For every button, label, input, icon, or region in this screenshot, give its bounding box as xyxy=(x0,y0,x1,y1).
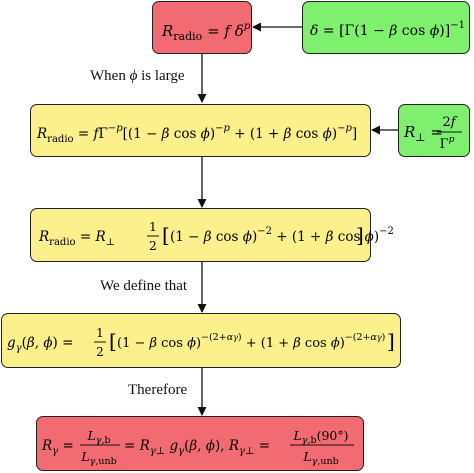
svg-text:gγ(β, ϕ) =: gγ(β, ϕ) = xyxy=(7,335,73,354)
delta-definition-box: δ = [Γ(1 − β cos ϕ)]−1 xyxy=(302,1,470,54)
svg-text:R⊥ =: R⊥ = xyxy=(403,123,443,144)
radio-half-box: Rradio = R⊥ 1 2 [ (1 − β cos ϕ)−2 + (1 +… xyxy=(30,208,394,262)
radio-definition-formula: Rradio = f δp xyxy=(161,20,251,43)
edge-label-large-phi: When ϕ is large xyxy=(86,68,189,85)
r-gamma-result-formula: Rγ = Lγ,b Lγ,unb = Rγ⊥ gγ(β, ϕ), Rγ⊥ = L… xyxy=(41,428,354,467)
svg-text:Rγ =: Rγ = xyxy=(41,438,74,457)
svg-text:1: 1 xyxy=(149,220,157,234)
edge-label-define: We define that xyxy=(96,278,192,295)
g-gamma-definition-formula: gγ(β, ϕ) = 1 2 [ (1 − β cos ϕ)−(2+αγ) + … xyxy=(7,326,395,359)
svg-text:Lγ,b: Lγ,b xyxy=(86,428,110,446)
svg-text:Γp: Γp xyxy=(440,135,455,152)
svg-text:]: ] xyxy=(387,329,395,353)
radio-large-phi-formula: Rradio = fΓ−p[(1 − β cos ϕ)−p + (1 + β c… xyxy=(36,123,357,145)
svg-text:2f: 2f xyxy=(442,115,457,130)
delta-definition-formula: δ = [Γ(1 − β cos ϕ)]−1 xyxy=(310,20,465,39)
svg-text:2: 2 xyxy=(149,239,157,253)
g-gamma-definition-box: gγ(β, ϕ) = 1 2 [ (1 − β cos ϕ)−(2+αγ) + … xyxy=(1,313,401,368)
svg-text:Rradio = R⊥: Rradio = R⊥ xyxy=(38,229,115,248)
r-perp-definition-formula: R⊥ = 2f Γp xyxy=(403,115,462,152)
r-gamma-result-box: Rγ = Lγ,b Lγ,unb = Rγ⊥ gγ(β, ϕ), Rγ⊥ = L… xyxy=(36,416,364,471)
svg-text:Lγ,unb: Lγ,unb xyxy=(80,449,116,467)
svg-text:Rradio = f δp: Rradio = f δp xyxy=(161,20,251,43)
radio-large-phi-box: Rradio = fΓ−p[(1 − β cos ϕ)−p + (1 + β c… xyxy=(30,104,371,157)
svg-text:Rradio = fΓ−p[(1 − β cos ϕ)−p: Rradio = fΓ−p[(1 − β cos ϕ)−p + (1 + β c… xyxy=(36,123,357,145)
svg-text:Lγ,unb: Lγ,unb xyxy=(302,449,338,467)
svg-text:[: [ xyxy=(109,329,117,353)
svg-text:(1 − β cos ϕ)−(2+αγ) + (1 + β: (1 − β cos ϕ)−(2+αγ) + (1 + β cos ϕ)−(2+… xyxy=(117,332,385,351)
svg-text:[: [ xyxy=(162,223,170,247)
svg-text:2: 2 xyxy=(96,345,104,359)
svg-text:= Rγ⊥ gγ(β, ϕ), Rγ⊥ =: = Rγ⊥ gγ(β, ϕ), Rγ⊥ = xyxy=(124,438,270,457)
svg-text:(1 − β cos ϕ)−2 + (1 + β cos ϕ: (1 − β cos ϕ)−2 + (1 + β cos ϕ)−2 xyxy=(170,226,394,245)
svg-text:Lγ,b(90°): Lγ,b(90°) xyxy=(292,428,348,446)
svg-text:1: 1 xyxy=(96,326,104,340)
radio-half-formula: Rradio = R⊥ 1 2 [ (1 − β cos ϕ)−2 + (1 +… xyxy=(38,220,394,253)
svg-text:]: ] xyxy=(356,223,364,247)
radio-definition-box: Rradio = f δp xyxy=(152,1,252,54)
edge-label-therefore: Therefore xyxy=(124,382,192,399)
r-perp-definition-box: R⊥ = 2f Γp xyxy=(398,104,470,157)
svg-text:δ = [Γ(1 − β cos ϕ)]−1: δ = [Γ(1 − β cos ϕ)]−1 xyxy=(310,20,465,39)
